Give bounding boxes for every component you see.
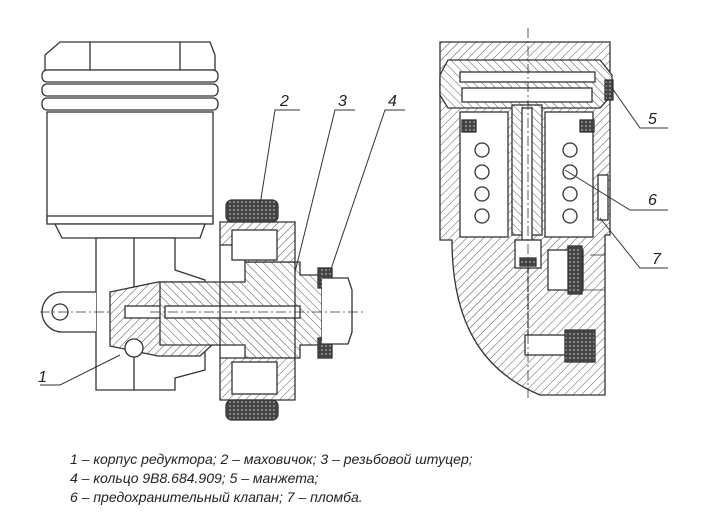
- caption-line-1: 1 – корпус редуктора; 2 – маховичок; 3 –…: [70, 451, 473, 467]
- callout-5: 5: [648, 111, 657, 128]
- right-section-view: [439, 28, 614, 400]
- callout-4: 4: [388, 93, 397, 110]
- right-leader-lines: [564, 87, 668, 269]
- callout-2: 2: [279, 93, 289, 110]
- callout-3: 3: [338, 93, 347, 110]
- callout-1: 1: [38, 369, 47, 386]
- left-assembly-view: [40, 41, 365, 421]
- caption-line-3: 6 – предохранительный клапан; 7 – пломба…: [70, 489, 363, 505]
- callout-6: 6: [648, 192, 657, 209]
- callout-7: 7: [652, 251, 662, 268]
- figure-caption: 1 – корпус редуктора; 2 – маховичок; 3 –…: [70, 450, 710, 507]
- caption-line-2: 4 – кольцо 9В8.684.909; 5 – манжета;: [70, 470, 319, 486]
- technical-drawing: 1 2 3 4 5 6 7: [38, 28, 668, 421]
- left-leader-lines: [40, 109, 405, 386]
